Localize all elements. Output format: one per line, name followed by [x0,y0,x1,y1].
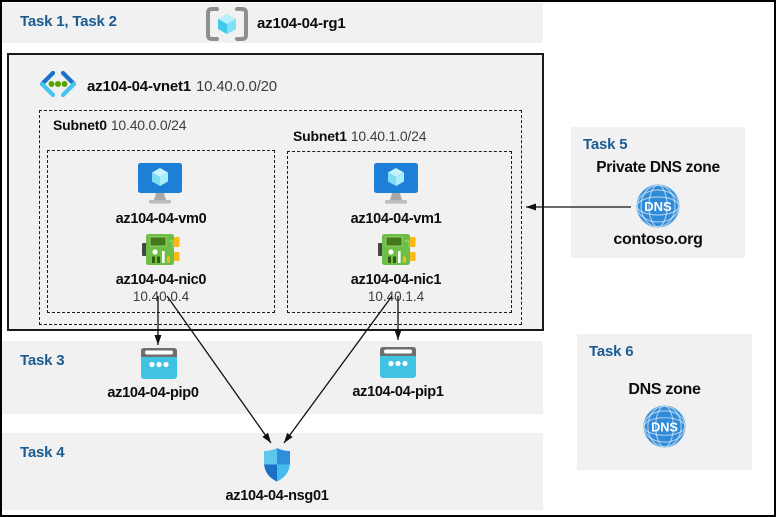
task4-label: Task 4 [20,444,65,461]
nic1-label: az104-04-nic1 [350,272,442,288]
task3-label: Task 3 [20,352,65,369]
task5-label: Task 5 [583,136,628,153]
vm0-icon [137,162,183,204]
nsg-icon [261,445,293,484]
private-dns-zone-title: Private DNS zone [596,159,720,176]
task5-panel: Task 5 Private DNS zone DNS contoso.org [571,127,745,258]
nic0-icon [141,233,181,268]
vnet-cidr: 10.40.0.0/20 [195,78,277,95]
nic0-ip: 10.40.0.4 [132,289,190,304]
vm1-label: az104-04-vm1 [350,211,442,227]
resource-group-name: az104-04-rg1 [257,15,346,32]
task6-label: Task 6 [589,343,634,360]
vnet-container [7,53,544,331]
dns-icon-text: DNS [644,199,672,214]
task1-2-label: Task 1, Task 2 [20,13,117,30]
dns-zone-icon: DNS [643,405,686,448]
pip0-label: az104-04-pip0 [107,385,199,401]
task3-band [2,341,543,414]
nic1-ip: 10.40.1.4 [367,289,425,304]
subnet0-boundary [47,150,275,313]
dns-zone-title: DNS zone [628,381,701,398]
vm0-label: az104-04-vm0 [115,211,207,227]
vm1-icon [373,162,419,204]
vnet-name: az104-04-vnet1 [87,78,191,95]
task1-2-band [2,3,543,43]
dns-icon-text: DNS [651,420,678,434]
virtual-network-icon [36,70,80,98]
pip0-icon [140,347,178,380]
nic1-icon [377,233,417,268]
pip1-label: az104-04-pip1 [352,384,444,400]
nic0-label: az104-04-nic0 [115,272,207,288]
private-dns-zone-name: contoso.org [613,231,703,248]
nsg-label: az104-04-nsg01 [225,488,329,504]
resource-group-icon [204,6,250,42]
pip1-icon [379,346,417,379]
task6-panel: Task 6 DNS zone DNS [577,334,752,470]
subnets-outer-boundary [39,110,522,325]
private-dns-zone-icon: DNS [636,184,680,228]
subnet1-boundary [287,151,512,313]
